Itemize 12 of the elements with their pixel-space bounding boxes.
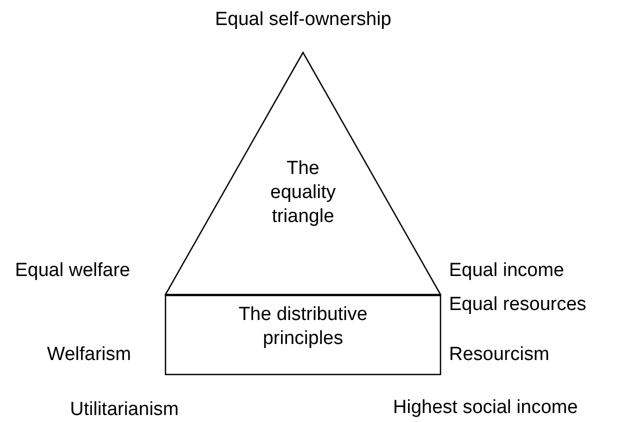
corner-label: Utilitarianism [70, 399, 179, 421]
corner-label: Equal resources [449, 294, 586, 316]
corner-label: Equal income [449, 260, 564, 282]
triangle-shape [165, 52, 441, 295]
corner-label: Equal self-ownership [215, 9, 392, 31]
node-label: The distributive principles [238, 303, 368, 351]
corner-label: Welfarism [47, 344, 132, 366]
rectangle-shape [165, 295, 441, 375]
corner-label: Equal welfare [15, 260, 130, 282]
corner-label: Resourcism [449, 344, 550, 366]
node-label: The equality triangle [269, 157, 337, 229]
corner-label: Highest social income [393, 397, 578, 419]
